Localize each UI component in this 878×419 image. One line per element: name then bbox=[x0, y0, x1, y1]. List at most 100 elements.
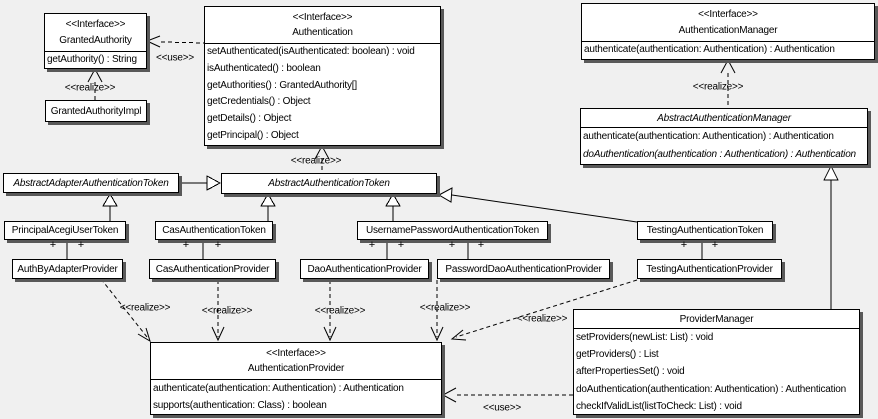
class-name: CasAuthenticationToken bbox=[162, 225, 266, 236]
realize-label: <<realize>> bbox=[516, 313, 568, 325]
class-name: AbstractAdapterAuthenticationToken bbox=[13, 177, 169, 189]
class-name: ProviderManager bbox=[679, 313, 754, 325]
class-name: GrantedAuthority bbox=[59, 35, 132, 46]
class-name: DaoAuthenticationProvider bbox=[307, 263, 422, 275]
class-auth-by-adapter-provider: AuthByAdapterProvider bbox=[12, 259, 123, 279]
class-cas-authentication-token: CasAuthenticationToken bbox=[155, 221, 273, 240]
realize-daoauthenticationprovider bbox=[323, 280, 337, 342]
class-name: AbstractAuthenticationManager bbox=[657, 112, 791, 124]
method: getProviders() : List bbox=[576, 349, 659, 361]
method: afterPropertiesSet() : void bbox=[576, 366, 685, 378]
method: authenticate(authentication: Authenticat… bbox=[583, 131, 834, 142]
use-providermanager-to-authenticationprovider bbox=[441, 387, 573, 403]
class-name: PrincipalAcegiUserToken bbox=[11, 225, 119, 236]
method: setProviders(newList: List) : void bbox=[576, 332, 714, 343]
realize-casauthenticationprovider bbox=[211, 280, 225, 342]
class-authentication: <<Interface>> Authentication setAuthenti… bbox=[204, 6, 441, 146]
method: getDetails() : Object bbox=[207, 113, 292, 125]
multiplicity-plus: + bbox=[477, 239, 485, 251]
multiplicity-plus: + bbox=[368, 239, 376, 251]
class-testing-authentication-token: TestingAuthenticationToken bbox=[637, 221, 773, 240]
class-abstract-authentication-manager: AbstractAuthenticationManager authentica… bbox=[580, 108, 868, 165]
use-label: <<use>> bbox=[155, 52, 195, 64]
method: authenticate(authentication: Authenticat… bbox=[153, 383, 404, 394]
realize-label: <<realize>> bbox=[290, 155, 342, 167]
multiplicity-plus: + bbox=[77, 239, 85, 251]
method: getCredentials() : Object bbox=[207, 96, 311, 108]
multiplicity-plus: + bbox=[680, 239, 688, 251]
class-header: AbstractAuthenticationManager bbox=[581, 109, 867, 128]
stereotype-label: <<Interface>> bbox=[698, 9, 758, 20]
class-name: Authentication bbox=[292, 27, 353, 39]
class-name: GrantedAuthorityImpl bbox=[50, 105, 142, 117]
method-list: getAuthority() : String bbox=[45, 52, 146, 67]
class-granted-authority-impl: GrantedAuthorityImpl bbox=[45, 100, 147, 122]
method: doAuthentication(authentication: Authent… bbox=[576, 383, 846, 395]
class-header: <<Interface>> AuthenticationManager bbox=[582, 4, 874, 42]
realize-testingauthenticationprovider bbox=[450, 279, 638, 341]
realize-label: <<realize>> bbox=[201, 305, 253, 317]
stereotype-label: <<Interface>> bbox=[292, 11, 353, 23]
class-name: AuthenticationManager bbox=[678, 25, 778, 36]
class-header: <<Interface>> AuthenticationProvider bbox=[151, 343, 441, 380]
method: checkIfValidList(listToCheck: List) : vo… bbox=[576, 400, 742, 412]
class-provider-manager: ProviderManager setProviders(newList: Li… bbox=[573, 309, 860, 415]
class-authentication-manager: <<Interface>> AuthenticationManager auth… bbox=[581, 3, 875, 60]
realize-label: <<realize>> bbox=[419, 302, 471, 314]
class-granted-authority: <<Interface>> GrantedAuthority getAuthor… bbox=[44, 13, 147, 69]
class-header: <<Interface>> Authentication bbox=[205, 7, 440, 44]
class-username-password-authentication-token: UsernamePasswordAuthenticationToken bbox=[357, 221, 548, 240]
gen-providermanager-to-abstractauthmanager bbox=[823, 164, 839, 309]
method-list: authenticate(authentication: Authenticat… bbox=[582, 42, 874, 58]
realize-abstractauthmanager-to-authmanager bbox=[720, 58, 736, 108]
gen-abstractadapter-to-abstracttoken bbox=[179, 175, 222, 191]
class-header: ProviderManager bbox=[574, 310, 859, 329]
class-password-dao-authentication-provider: PasswordDaoAuthenticationProvider bbox=[437, 259, 610, 279]
multiplicity-plus: + bbox=[182, 239, 190, 251]
method: isAuthenticated() : boolean bbox=[207, 62, 321, 74]
class-principal-acegi-user-token: PrincipalAcegiUserToken bbox=[4, 221, 126, 240]
class-abstract-authentication-token: AbstractAuthenticationToken bbox=[221, 173, 437, 194]
method: getAuthorities() : GrantedAuthority[] bbox=[207, 79, 357, 91]
class-dao-authentication-provider: DaoAuthenticationProvider bbox=[300, 259, 429, 279]
class-name: TestingAuthenticationProvider bbox=[646, 263, 773, 275]
gen-principal-to-abstractadapter bbox=[102, 193, 118, 221]
class-cas-authentication-provider: CasAuthenticationProvider bbox=[149, 259, 276, 279]
realize-label: <<realize>> bbox=[64, 82, 116, 94]
gen-usernamepassword-to-abstracttoken bbox=[385, 193, 401, 221]
multiplicity-plus: + bbox=[397, 239, 405, 251]
class-name: AuthByAdapterProvider bbox=[17, 263, 118, 275]
realize-label: <<realize>> bbox=[692, 81, 744, 93]
stereotype-label: <<Interface>> bbox=[266, 347, 326, 359]
method-list: setAuthenticated(isAuthenticated: boolea… bbox=[205, 44, 440, 145]
method: doAuthentication(authentication : Authen… bbox=[583, 149, 856, 160]
method: setAuthenticated(isAuthenticated: boolea… bbox=[207, 46, 415, 57]
multiplicity-plus: + bbox=[711, 239, 719, 251]
realize-label: <<realize>> bbox=[314, 305, 366, 317]
class-name: AbstractAuthenticationToken bbox=[268, 178, 390, 189]
class-name: CasAuthenticationProvider bbox=[155, 263, 270, 275]
class-name: PasswordDaoAuthenticationProvider bbox=[445, 263, 602, 275]
realize-passworddaoauthenticationprovider bbox=[430, 280, 444, 342]
multiplicity-plus: + bbox=[214, 239, 222, 251]
use-authentication-to-grantedauthority bbox=[145, 35, 205, 48]
stereotype-label: <<Interface>> bbox=[65, 19, 126, 30]
use-label: <<use>> bbox=[482, 402, 522, 414]
class-name: TestingAuthenticationToken bbox=[646, 225, 764, 236]
method: supports(authentication: Class) : boolea… bbox=[153, 400, 327, 411]
realize-authbyadapterprovider bbox=[100, 278, 151, 343]
method: getAuthority() : String bbox=[47, 54, 137, 65]
class-name: AuthenticationProvider bbox=[247, 363, 345, 375]
gen-testing-to-abstracttoken bbox=[437, 187, 638, 223]
realize-grantedauthorityimpl bbox=[87, 67, 103, 100]
gen-cas-to-abstracttoken bbox=[260, 193, 276, 221]
class-name: UsernamePasswordAuthenticationToken bbox=[365, 225, 540, 236]
class-header: <<Interface>> GrantedAuthority bbox=[45, 14, 146, 52]
realize-label: <<realize>> bbox=[119, 302, 171, 314]
class-testing-authentication-provider: TestingAuthenticationProvider bbox=[637, 259, 782, 279]
realize-abstracttoken-to-authentication bbox=[314, 144, 330, 173]
class-authentication-provider: <<Interface>> AuthenticationProvider aut… bbox=[150, 342, 442, 415]
method: getPrincipal() : Object bbox=[207, 129, 299, 141]
multiplicity-plus: + bbox=[448, 239, 456, 251]
